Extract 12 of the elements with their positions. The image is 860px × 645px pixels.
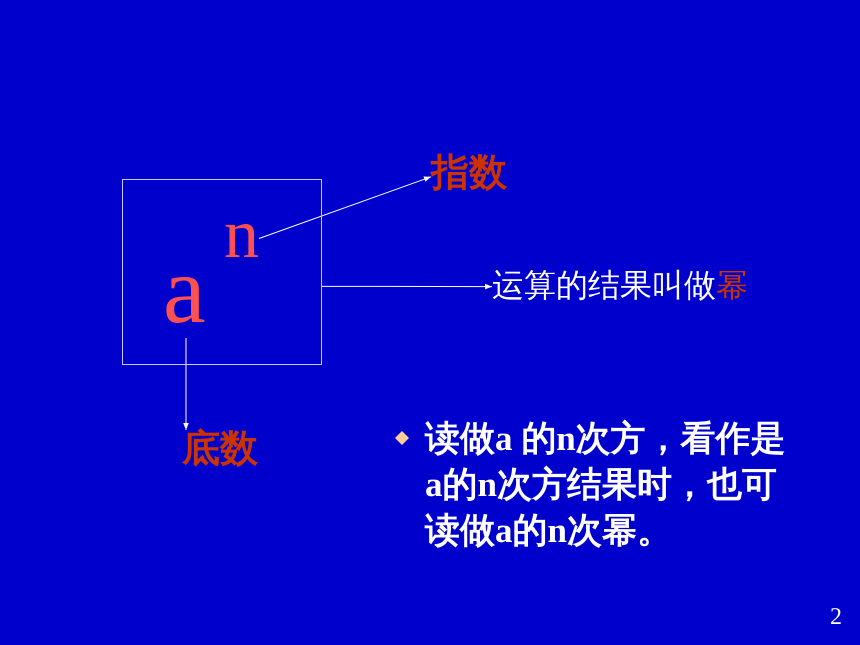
term-label: 指数	[431, 154, 507, 192]
bullet-paragraph: 读做a 的n次方，看作是a的n次方结果时，也可读做a的n次幂。	[425, 418, 787, 552]
base-letter: a	[163, 242, 206, 338]
frame-box	[122, 179, 322, 365]
term-label: 底数	[182, 430, 258, 468]
arrow	[258, 176, 432, 239]
result-text: 运算的结果叫做	[492, 267, 716, 303]
page-number: 2	[830, 604, 842, 631]
exponent-letter: n	[224, 200, 259, 270]
arrow	[183, 338, 189, 430]
power-term: 幂	[716, 267, 748, 303]
arrow	[322, 284, 492, 290]
